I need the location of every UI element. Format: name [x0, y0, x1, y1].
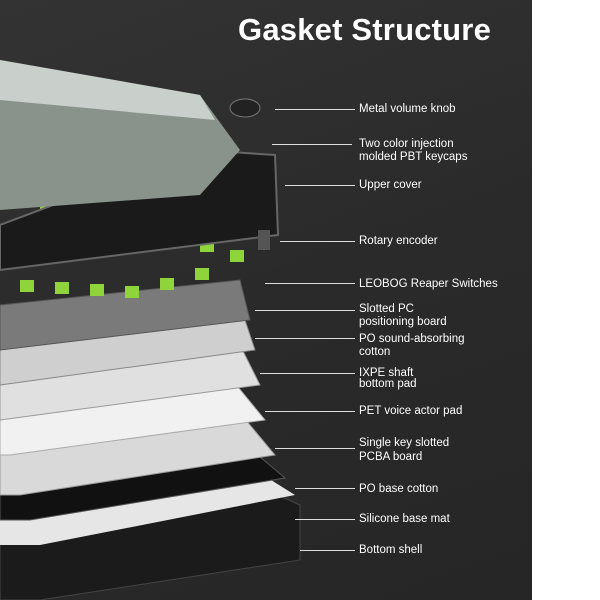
- leader-line: [265, 411, 355, 412]
- label-po-base-cotton: PO base cotton: [359, 483, 439, 495]
- volume-knob: [229, 98, 261, 118]
- label-bottom-shell: Bottom shell: [359, 544, 423, 556]
- label-pet-voice-pad: PET voice actor pad: [359, 405, 463, 417]
- leader-line: [285, 185, 355, 186]
- leader-line: [265, 283, 355, 284]
- label-upper-cover: Upper cover: [359, 179, 422, 191]
- leader-line: [260, 373, 355, 374]
- leader-line: [255, 338, 355, 339]
- label-rotary-encoder: Rotary encoder: [359, 235, 438, 247]
- label-metal-volume-knob: Metal volume knob: [359, 103, 456, 115]
- leader-line: [255, 310, 355, 311]
- leader-line: [272, 144, 352, 145]
- leader-line: [280, 241, 355, 242]
- leader-line: [275, 448, 355, 449]
- leader-line: [300, 550, 355, 551]
- leader-line: [295, 488, 355, 489]
- rotary-encoder: [258, 230, 270, 250]
- page-title: Gasket Structure: [238, 12, 492, 47]
- label-silicone-base-mat: Silicone base mat: [359, 513, 450, 525]
- label-reaper-switches: LEOBOG Reaper Switches: [359, 278, 498, 290]
- leader-line: [295, 519, 355, 520]
- keycaps-light-rows: [0, 60, 215, 120]
- exploded-keyboard-illustration: [0, 60, 301, 600]
- leader-line: [275, 109, 355, 110]
